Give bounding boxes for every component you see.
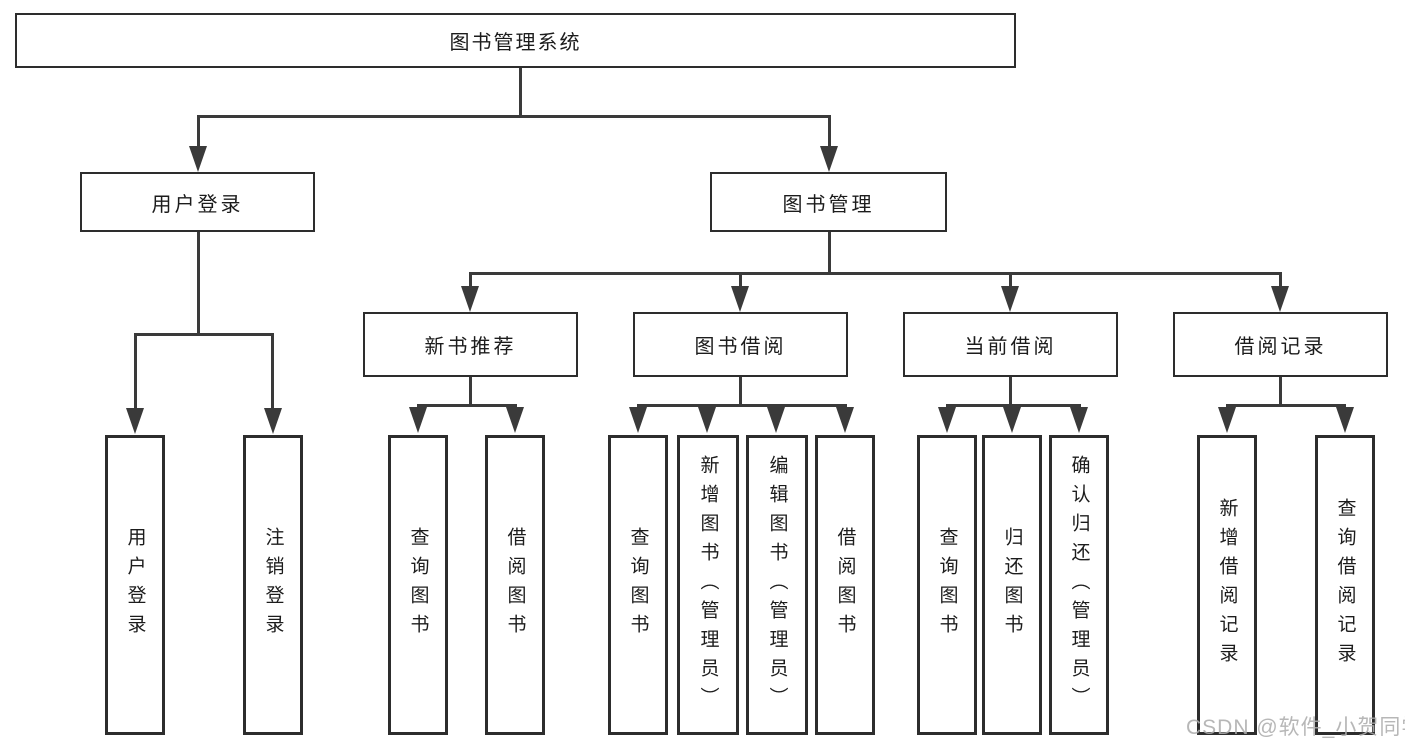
- node-new-book-rec: 新书推荐: [363, 312, 578, 377]
- connector-drop-current-borrow: [1009, 272, 1012, 288]
- arrowhead-cb-return: [1003, 407, 1021, 433]
- arrowhead-bb-add: [698, 407, 716, 433]
- arrowhead-leaf-login: [126, 408, 144, 434]
- arrowhead-borrow-records: [1271, 286, 1289, 312]
- arrowhead-rec-query: [1336, 407, 1354, 433]
- node-book-mgmt: 图书管理: [710, 172, 947, 232]
- arrowhead-bb-query: [629, 407, 647, 433]
- connector-bookmgmt-trunk: [828, 232, 831, 275]
- watermark: CSDN @软件_小贺同学: [1186, 716, 1405, 739]
- arrowhead-rec-add: [1218, 407, 1236, 433]
- connector-userlogin-trunk: [197, 232, 200, 336]
- arrowhead-newbook-query: [409, 407, 427, 433]
- connector-currentborrow-trunk: [1009, 377, 1012, 407]
- node-current-borrow: 当前借阅: [903, 312, 1118, 377]
- connector-bookmgmt-hbar: [469, 272, 1282, 275]
- connector-records-hbar: [1226, 404, 1346, 407]
- leaf-cb-confirm-return-admin: 确认归还（管理员）: [1049, 435, 1109, 735]
- node-root: 图书管理系统: [15, 13, 1016, 68]
- arrowhead-bb-edit: [767, 407, 785, 433]
- connector-drop-borrow-records: [1279, 272, 1282, 288]
- connector-newbook-trunk: [469, 377, 472, 407]
- leaf-rec-add-record: 新增借阅记录: [1197, 435, 1257, 735]
- arrowhead-book-borrow: [731, 286, 749, 312]
- leaf-bb-query-books: 查询图书: [608, 435, 668, 735]
- arrowhead-current-borrow: [1001, 286, 1019, 312]
- leaf-bb-borrow-books: 借阅图书: [815, 435, 875, 735]
- leaf-nb-query-books: 查询图书: [388, 435, 448, 735]
- arrowhead-user-login: [189, 146, 207, 172]
- connector-root-hbar: [197, 115, 830, 118]
- leaf-nb-borrow-books: 借阅图书: [485, 435, 545, 735]
- arrowhead-bb-borrow: [836, 407, 854, 433]
- connector-bookborrow-trunk: [739, 377, 742, 407]
- arrowhead-leaf-logout: [264, 408, 282, 434]
- leaf-rec-query-record: 查询借阅记录: [1315, 435, 1375, 735]
- arrowhead-new-book: [461, 286, 479, 312]
- connector-drop-new-book: [469, 272, 472, 288]
- connector-drop-user-login: [197, 115, 200, 148]
- connector-drop-leaf-logout: [271, 333, 274, 409]
- connector-currentborrow-hbar: [946, 404, 1081, 407]
- leaf-bb-edit-books-admin: 编辑图书（管理员）: [746, 435, 808, 735]
- arrowhead-cb-query: [938, 407, 956, 433]
- leaf-logout: 注销登录: [243, 435, 303, 735]
- leaf-cb-query-books: 查询图书: [917, 435, 977, 735]
- connector-records-trunk: [1279, 377, 1282, 407]
- connector-drop-book-borrow: [739, 272, 742, 288]
- node-borrow-records: 借阅记录: [1173, 312, 1388, 377]
- connector-userlogin-hbar: [134, 333, 274, 336]
- node-book-borrow: 图书借阅: [633, 312, 848, 377]
- leaf-user-login: 用户登录: [105, 435, 165, 735]
- connector-root-trunk: [519, 66, 522, 117]
- arrowhead-book-mgmt: [820, 146, 838, 172]
- connector-newbook-hbar: [417, 404, 517, 407]
- arrowhead-newbook-borrow: [506, 407, 524, 433]
- connector-bookborrow-hbar: [637, 404, 847, 407]
- leaf-cb-return-books: 归还图书: [982, 435, 1042, 735]
- leaf-bb-add-books-admin: 新增图书（管理员）: [677, 435, 739, 735]
- connector-drop-book-mgmt: [828, 115, 831, 148]
- node-user-login: 用户登录: [80, 172, 315, 232]
- arrowhead-cb-confirm: [1070, 407, 1088, 433]
- connector-drop-leaf-login: [134, 333, 137, 409]
